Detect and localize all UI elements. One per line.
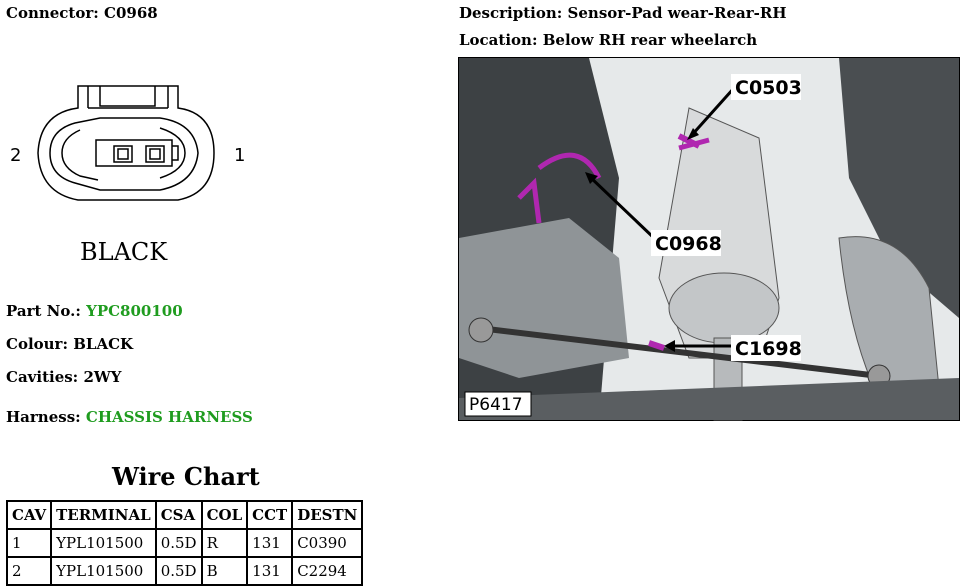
col-col: COL [200, 500, 249, 530]
col-destn: DESTN [291, 500, 364, 530]
cell-cct: 131 [246, 528, 294, 558]
part-no-link[interactable]: YPC800100 [86, 302, 183, 320]
colour-line: Colour: BLACK [6, 335, 133, 353]
cell-terminal: YPL101500 [50, 556, 157, 586]
location-photo: C0503 C0968 C1698 P6417 [458, 57, 960, 421]
connector-heading: Connector: C0968 [6, 4, 158, 22]
connector-label: Connector: [6, 4, 99, 22]
callout-c0968: C0968 [655, 233, 722, 255]
cell-csa: 0.5D [154, 528, 203, 558]
wire-chart-title: Wire Chart [112, 462, 260, 491]
pin-2-label: 2 [10, 145, 21, 166]
table-header-row: CAV TERMINAL CSA COL CCT DESTN [5, 500, 364, 530]
cell-cct: 131 [246, 556, 294, 586]
location-illustration: C0503 C0968 C1698 P6417 [459, 58, 959, 421]
location-value: Below RH rear wheelarch [542, 31, 758, 49]
location-line: Location: Below RH rear wheelarch [459, 31, 757, 49]
harness-line: Harness: CHASSIS HARNESS [6, 408, 253, 426]
pin-1-label: 1 [234, 145, 245, 166]
location-label: Location: [459, 31, 538, 49]
description-value: Sensor-Pad wear-Rear-RH [567, 4, 787, 22]
connector-colour-caption: BLACK [80, 238, 168, 266]
harness-label: Harness: [6, 408, 81, 426]
harness-link[interactable]: CHASSIS HARNESS [85, 408, 253, 426]
description-line: Description: Sensor-Pad wear-Rear-RH [459, 4, 787, 22]
cavities-label: Cavities: [6, 368, 79, 386]
col-csa: CSA [154, 500, 203, 530]
wire-chart-table: CAV TERMINAL CSA COL CCT DESTN 1 YPL1015… [5, 500, 364, 586]
col-terminal: TERMINAL [50, 500, 157, 530]
part-no-label: Part No.: [6, 302, 81, 320]
photo-reference: P6417 [469, 395, 523, 415]
col-cav: CAV [5, 500, 53, 530]
cell-cav: 2 [5, 556, 53, 586]
callout-c1698: C1698 [735, 338, 802, 360]
cavities-line: Cavities: 2WY [6, 368, 121, 386]
cell-csa: 0.5D [154, 556, 203, 586]
cell-destn[interactable]: C2294 [291, 556, 364, 586]
callout-c0503: C0503 [735, 77, 802, 99]
colour-label: Colour: [6, 335, 68, 353]
colour-value: BLACK [73, 335, 134, 353]
cell-destn[interactable]: C0390 [291, 528, 364, 558]
connector-id: C0968 [104, 4, 158, 22]
part-no-line: Part No.: YPC800100 [6, 302, 183, 320]
cell-cav: 1 [5, 528, 53, 558]
table-row: 2 YPL101500 0.5D B 131 C2294 [5, 556, 364, 586]
cavities-value: 2WY [83, 368, 122, 386]
connector-face-diagram: 2 1 BLACK [10, 85, 245, 266]
description-label: Description: [459, 4, 563, 22]
col-cct: CCT [246, 500, 294, 530]
cell-col: B [200, 556, 249, 586]
cell-col: R [200, 528, 249, 558]
table-row: 1 YPL101500 0.5D R 131 C0390 [5, 528, 364, 558]
cell-terminal: YPL101500 [50, 528, 157, 558]
